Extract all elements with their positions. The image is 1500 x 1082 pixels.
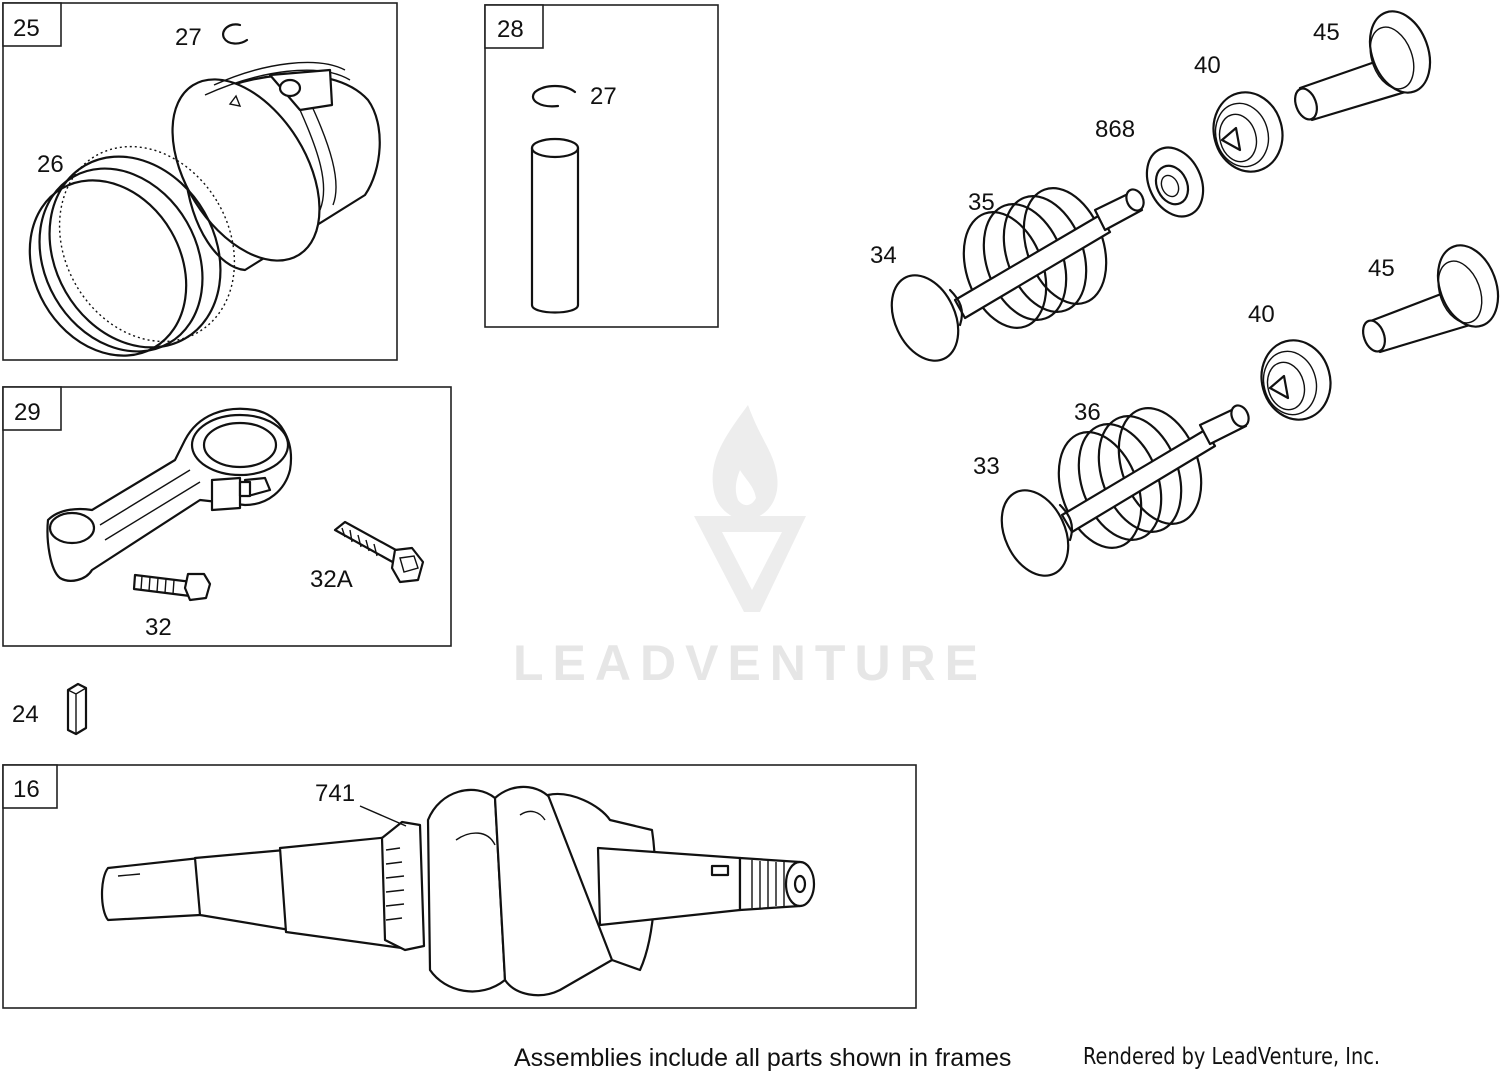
key-icon	[66, 682, 88, 736]
piston-rings-icon	[28, 145, 236, 357]
frame-rod-tag-box	[2, 386, 62, 431]
watermark-flame-icon	[712, 405, 778, 521]
bolt-32a-icon	[333, 520, 425, 584]
callout-rings: 26	[37, 151, 64, 178]
callout-bolt-b: 32	[145, 614, 172, 641]
tappet-bottom-icon	[1362, 244, 1500, 354]
tappet-top-icon	[1294, 10, 1432, 122]
valve-train-lower: 45 40 36 33	[973, 244, 1500, 577]
frame-connecting-rod: 29 32A 32	[2, 386, 452, 647]
frame-pin-tag: 28	[497, 16, 524, 43]
frame-piston-tag: 25	[13, 15, 40, 42]
frame-crank-tag-box	[2, 764, 58, 809]
frame-piston-pin: 28 27	[484, 4, 719, 328]
connecting-rod-icon	[46, 407, 293, 582]
bolt-32-icon	[132, 572, 212, 602]
callout-retainer-a: 27	[175, 24, 202, 51]
retainer-clip-icon	[532, 84, 577, 108]
frame-crank-border	[2, 764, 917, 1009]
piston-icon	[171, 61, 381, 272]
watermark: LEADVENTURE	[513, 405, 987, 691]
rotator-bottom-icon	[1260, 339, 1332, 421]
valve-seal-icon	[1145, 146, 1205, 218]
frame-piston-border	[2, 2, 398, 361]
callout-valve-top: 34	[870, 242, 897, 269]
crank-key: 24	[12, 682, 88, 736]
valve-top-icon	[890, 188, 1145, 362]
frame-piston-tag-box	[2, 2, 62, 47]
piston-pin-icon	[530, 137, 580, 314]
callout-bolt-a: 32A	[310, 566, 353, 593]
crankshaft-icon	[100, 785, 816, 997]
callout-key: 24	[12, 701, 39, 728]
callout-tappet-bottom: 45	[1368, 255, 1395, 282]
footer-credit: Rendered by LeadVenture, Inc.	[1083, 1044, 1380, 1070]
watermark-text: LEADVENTURE	[513, 635, 987, 691]
valve-train-upper: 45 40 868 35	[870, 10, 1432, 362]
valve-bottom-icon	[1000, 404, 1250, 577]
callout-retainer-b: 27	[590, 83, 617, 110]
retainer-clip-icon	[222, 23, 249, 45]
frame-piston: 25 27 26	[2, 2, 398, 361]
callout-rotator-bottom: 40	[1248, 301, 1275, 328]
callout-tappet-top: 45	[1313, 19, 1340, 46]
gear-leader-line	[359, 805, 407, 827]
callout-valve-bottom: 33	[973, 453, 1000, 480]
frame-rod-border	[2, 386, 452, 647]
callout-seal: 868	[1095, 116, 1135, 143]
callout-spring-bottom: 36	[1074, 399, 1101, 426]
callout-spring-top: 35	[968, 189, 995, 216]
callout-gear: 741	[315, 780, 355, 807]
frame-pin-tag-box	[484, 4, 544, 49]
callout-rotator-top: 40	[1194, 52, 1221, 79]
frame-rod-tag: 29	[14, 399, 41, 426]
frame-pin-border	[484, 4, 719, 328]
rotator-top-icon	[1212, 91, 1284, 173]
footer-note: Assemblies include all parts shown in fr…	[514, 1044, 1012, 1072]
watermark-v-icon	[694, 516, 806, 612]
frame-crankshaft: 16 741	[2, 764, 917, 1009]
frame-crank-tag: 16	[13, 776, 40, 803]
